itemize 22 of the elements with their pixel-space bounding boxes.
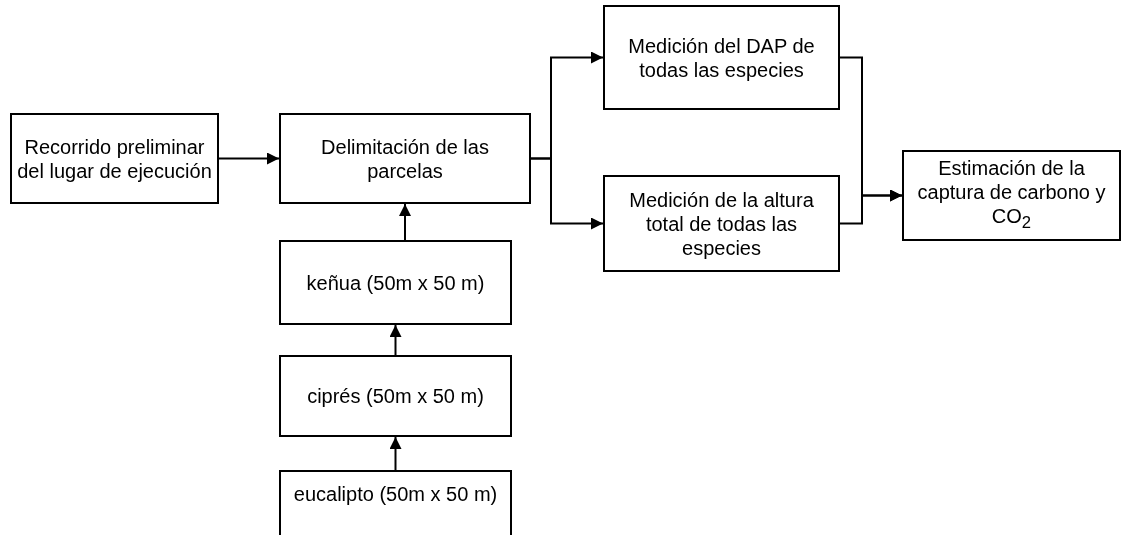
arrow <box>399 203 411 241</box>
box-text: Delimitación de las parcelas <box>320 134 490 183</box>
box-text: Recorrido preliminar del lugar de ejecución <box>16 134 213 183</box>
box-text: Medición de la altura total de todas las especies <box>628 187 815 260</box>
process-box <box>279 113 531 204</box>
process-box <box>603 175 840 272</box>
box-text: ciprés (50m x 50 m) <box>307 384 484 408</box>
process-box <box>279 355 512 437</box>
box-text: keñua (50m x 50 m) <box>306 270 485 295</box>
arrow <box>218 152 280 165</box>
process-box <box>902 150 1121 241</box>
arrow <box>389 436 402 471</box>
process-box <box>279 470 512 535</box>
process-box <box>10 113 219 204</box>
process-box <box>603 5 840 110</box>
arrow <box>839 189 903 225</box>
arrow <box>530 157 604 230</box>
box-text: Estimación de la captura de carbono y CO$_{2}$ <box>916 156 1107 234</box>
box-text: Medición del DAP de todas las especies <box>627 33 816 82</box>
process-box <box>279 240 512 325</box>
box-text: eucalipto (50m x 50 m) <box>293 482 498 506</box>
arrow <box>389 324 402 356</box>
